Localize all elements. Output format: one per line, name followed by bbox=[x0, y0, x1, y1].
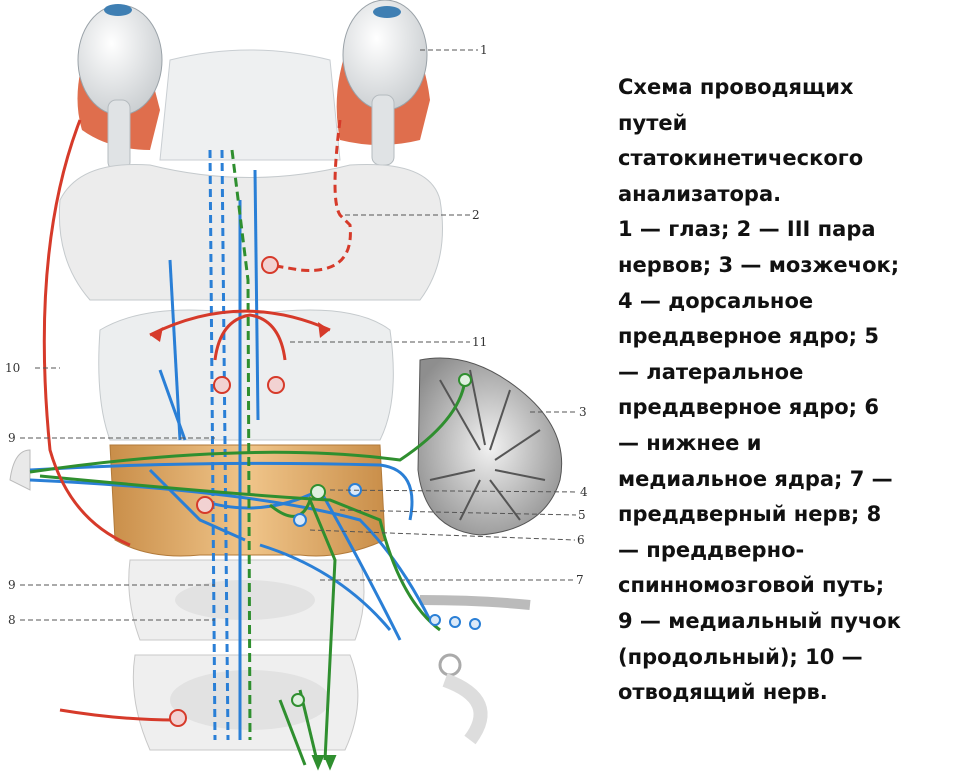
lower-pons bbox=[99, 310, 394, 440]
label-3: 3 bbox=[579, 405, 587, 419]
caption-line: 1 — глаз; 2 — III пара bbox=[618, 212, 948, 248]
caption-line: анализатора. bbox=[618, 177, 948, 213]
caption-line: — латеральное bbox=[618, 355, 948, 391]
label-9-lower: 9 bbox=[8, 578, 16, 592]
caption-line: путей bbox=[618, 106, 948, 142]
label-10: 10 bbox=[5, 361, 20, 375]
pons bbox=[59, 164, 442, 300]
label-9-upper: 9 bbox=[8, 431, 16, 445]
label-11: 11 bbox=[472, 335, 487, 349]
label-5: 5 bbox=[578, 508, 586, 522]
label-4: 4 bbox=[580, 485, 588, 499]
ear-left bbox=[10, 450, 30, 490]
vestibular-pathway-diagram: 1 2 3 4 5 6 7 8 9 9 10 11 bbox=[0, 0, 600, 774]
caption-line: медиальное ядра; 7 — bbox=[618, 462, 948, 498]
caption-line: нервов; 3 — мозжечок; bbox=[618, 248, 948, 284]
caption-line: статокинетического bbox=[618, 141, 948, 177]
caption-line: преддверное ядро; 5 bbox=[618, 319, 948, 355]
midbrain bbox=[160, 50, 340, 160]
caption-line: спинномозговой путь; bbox=[618, 568, 948, 604]
left-eye bbox=[78, 4, 163, 170]
cerebellum bbox=[418, 358, 562, 535]
caption-line: (продольный); 10 — bbox=[618, 640, 948, 676]
caption-line: 9 — медиальный пучок bbox=[618, 604, 948, 640]
caption-line: Схема проводящих bbox=[618, 70, 948, 106]
label-7: 7 bbox=[576, 573, 584, 587]
caption-line: — преддверно- bbox=[618, 533, 948, 569]
caption-line: — нижнее и bbox=[618, 426, 948, 462]
caption-line: 4 — дорсальное bbox=[618, 284, 948, 320]
label-6: 6 bbox=[577, 533, 585, 547]
caption-line: отводящий нерв. bbox=[618, 675, 948, 711]
label-1: 1 bbox=[480, 43, 488, 57]
label-8: 8 bbox=[8, 613, 16, 627]
label-2: 2 bbox=[472, 208, 480, 222]
caption-line: преддверное ядро; 6 bbox=[618, 390, 948, 426]
caption-line: преддверный нерв; 8 bbox=[618, 497, 948, 533]
right-eye bbox=[337, 0, 430, 165]
